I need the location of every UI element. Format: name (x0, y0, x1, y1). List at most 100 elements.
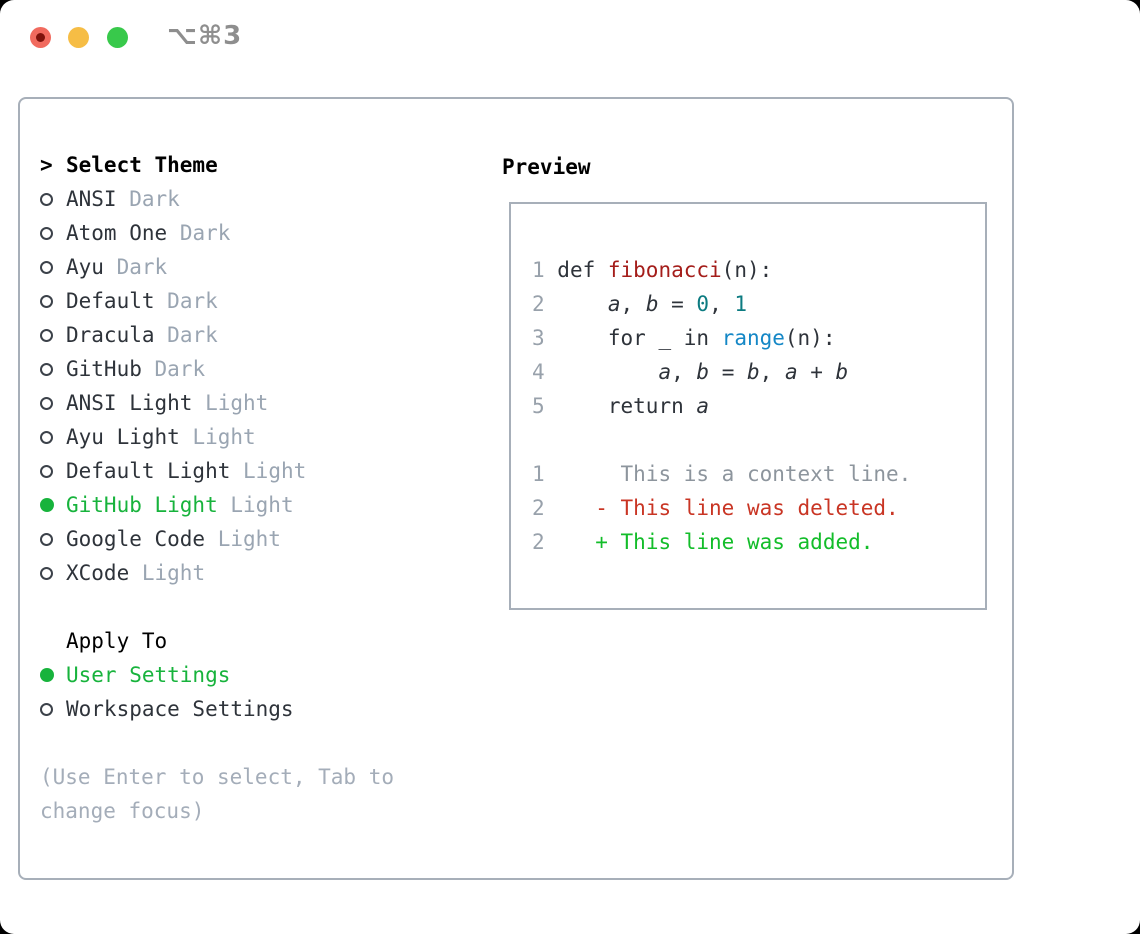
code-segment: b (645, 292, 659, 316)
radio-cell (40, 566, 66, 580)
window-shortcut-label: ⌥⌘3 (167, 21, 243, 51)
theme-name: Default (66, 289, 155, 313)
apply-option-workspace-settings[interactable]: Workspace Settings (40, 692, 440, 726)
radio-icon (40, 464, 53, 478)
theme-option-google-code[interactable]: Google Code Light (40, 522, 440, 556)
theme-name: Google Code (66, 527, 206, 551)
theme-variant-tag: Dark (129, 187, 180, 211)
theme-name: GitHub Light (66, 493, 218, 517)
radio-icon (40, 430, 53, 444)
radio-icon (40, 294, 53, 308)
code-segment: + (797, 360, 836, 384)
radio-cell (40, 396, 66, 410)
theme-variant-tag: Dark (167, 289, 218, 313)
theme-option-default[interactable]: Default Dark (40, 284, 440, 318)
diff-preview: 1 This is a context line.2 - This line w… (532, 457, 985, 559)
theme-variant-tag: Dark (116, 255, 168, 279)
code-segment: fibonacci (607, 258, 722, 282)
theme-variant-tag: Dark (167, 323, 218, 347)
radio-selected-icon (40, 668, 54, 682)
diff-line-added: 2 + This line was added. (532, 525, 985, 559)
theme-option-atom-one[interactable]: Atom One Dark (40, 216, 440, 250)
radio-icon (40, 566, 53, 580)
theme-option-default-light[interactable]: Default Light Light (40, 454, 440, 488)
code-segment: , (620, 292, 646, 316)
code-segment (557, 292, 608, 316)
line-number: 2 (532, 292, 558, 316)
radio-icon (40, 702, 53, 716)
radio-cell (40, 362, 66, 376)
radio-icon (40, 532, 53, 546)
theme-name: Dracula (66, 323, 155, 347)
line-number: 3 (532, 326, 558, 350)
diff-text: This line was added. (620, 530, 874, 554)
apply-to-title: Apply To (66, 629, 168, 653)
line-number: 1 (532, 258, 558, 282)
code-segment: return (557, 394, 697, 418)
code-segment: b (835, 360, 849, 384)
code-segment: = (658, 292, 697, 316)
theme-variant-tag: Light (141, 561, 206, 585)
line-number: 2 (532, 496, 545, 520)
theme-name: Ayu Light (66, 425, 180, 449)
theme-option-github[interactable]: GitHub Dark (40, 352, 440, 386)
radio-cell (40, 668, 66, 682)
code-segment: , (671, 360, 697, 384)
theme-variant-tag: Light (217, 527, 281, 551)
select-theme-heading: > Select Theme (40, 148, 440, 182)
code-segment: (n): (721, 258, 773, 282)
diff-line-context: 1 This is a context line. (532, 457, 985, 491)
code-segment (557, 360, 658, 384)
apply-option-label: User Settings (66, 663, 231, 687)
preview-spacer (532, 423, 985, 457)
apply-option-user-settings[interactable]: User Settings (40, 658, 440, 692)
theme-variant-tag: Light (230, 493, 294, 517)
theme-option-ayu[interactable]: Ayu Dark (40, 250, 440, 284)
radio-cell (40, 430, 66, 444)
diff-text: This line was deleted. (620, 496, 899, 520)
code-segment: a (784, 360, 798, 384)
theme-variant-tag: Light (243, 459, 307, 483)
minimize-button[interactable] (68, 27, 89, 48)
theme-option-ansi[interactable]: ANSI Dark (40, 182, 440, 216)
select-theme-title: Select Theme (66, 153, 218, 177)
code-segment: b (747, 360, 760, 384)
radio-cell (40, 532, 66, 546)
radio-cell (40, 294, 66, 308)
theme-name: ANSI Light (66, 391, 193, 415)
theme-variant-tag: Dark (179, 221, 231, 245)
code-segment: b (696, 360, 710, 384)
preview-title: Preview (502, 155, 591, 179)
code-segment: = (709, 360, 747, 384)
theme-variant-tag: Dark (154, 357, 206, 381)
theme-name: Ayu (66, 255, 104, 279)
diff-line-deleted: 2 - This line was deleted. (532, 491, 985, 525)
line-number: 1 (532, 462, 545, 486)
diff-sign (595, 462, 620, 486)
code-line: 5 return a (532, 389, 985, 423)
theme-option-github-light[interactable]: GitHub Light Light (40, 488, 440, 522)
radio-cell (40, 464, 66, 478)
theme-option-ayu-light[interactable]: Ayu Light Light (40, 420, 440, 454)
zoom-button[interactable] (107, 27, 128, 48)
diff-text: This is a context line. (620, 462, 912, 486)
theme-variant-tag: Light (192, 425, 256, 449)
code-segment: def (557, 258, 608, 282)
radio-icon (40, 260, 53, 274)
theme-option-ansi-light[interactable]: ANSI Light Light (40, 386, 440, 420)
theme-variant-tag: Light (205, 391, 269, 415)
theme-name: GitHub (66, 357, 142, 381)
code-segment: a (607, 292, 621, 316)
theme-option-xcode[interactable]: XCode Light (40, 556, 440, 590)
theme-option-dracula[interactable]: Dracula Dark (40, 318, 440, 352)
radio-cell (40, 192, 66, 206)
prompt-icon: > (40, 153, 53, 177)
close-button[interactable] (30, 27, 51, 48)
code-line: 3 for _ in range(n): (532, 321, 985, 355)
code-line: 2 a, b = 0, 1 (532, 287, 985, 321)
code-line: 4 a, b = b, a + b (532, 355, 985, 389)
